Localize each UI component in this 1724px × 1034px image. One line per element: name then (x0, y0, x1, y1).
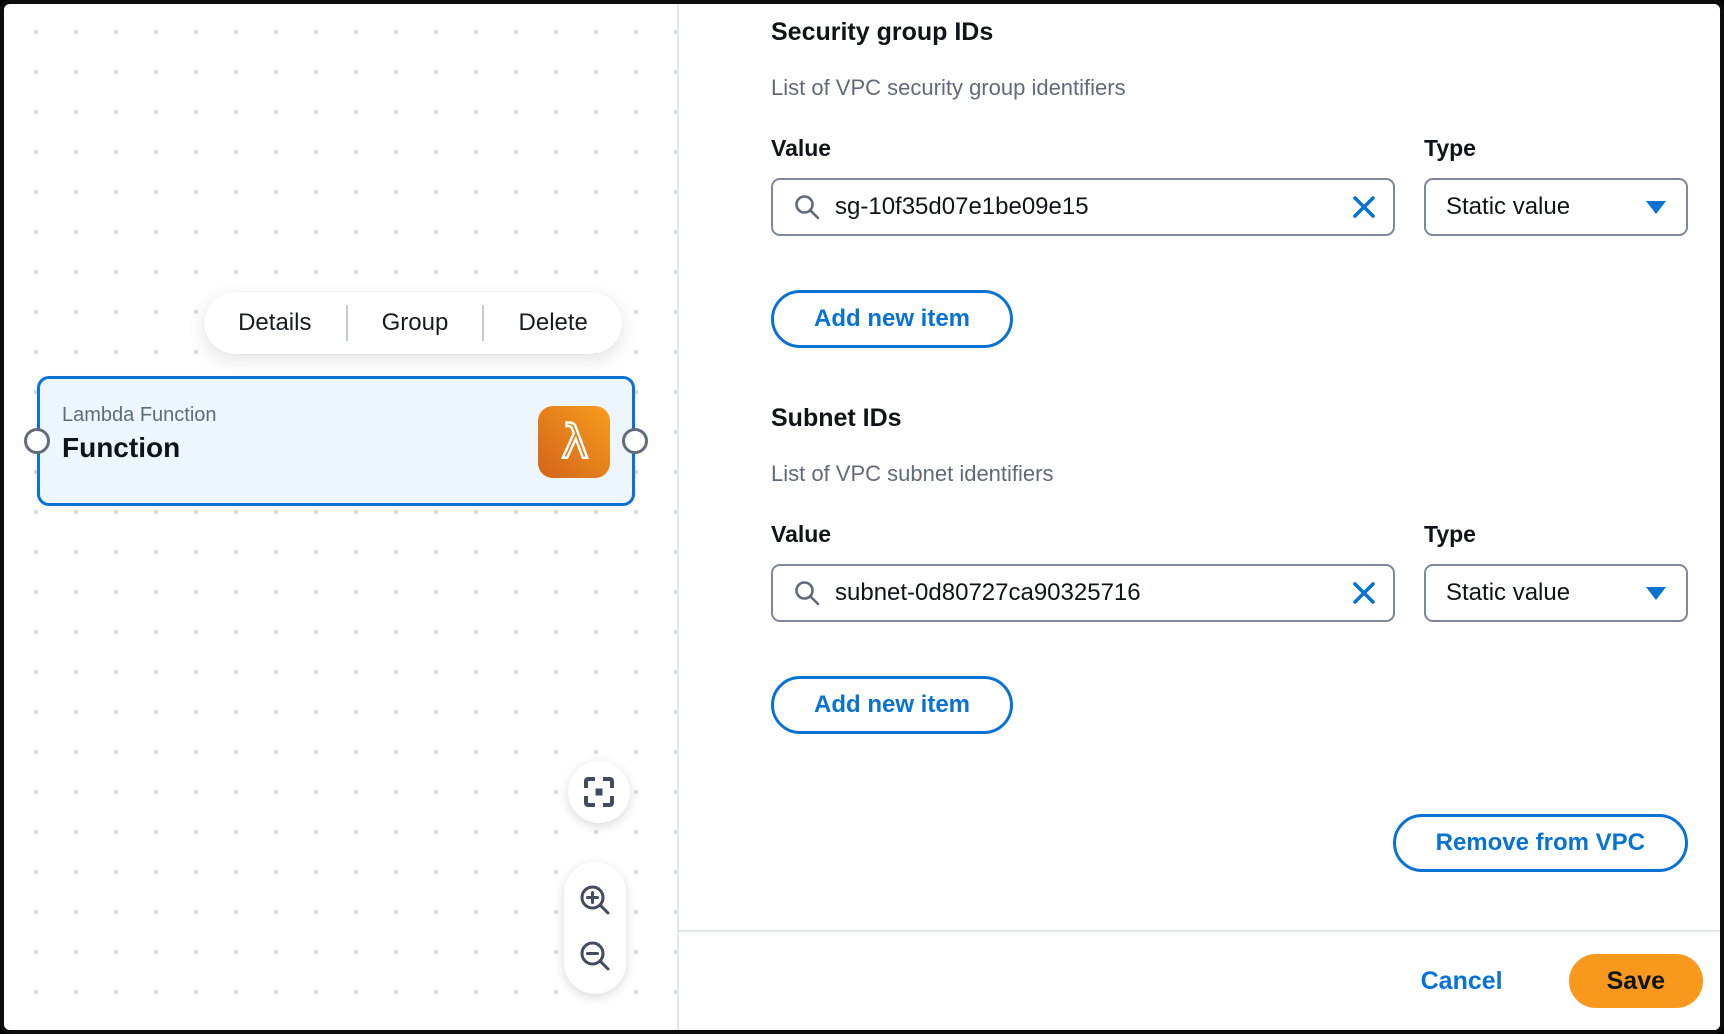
lambda-icon: λ (538, 406, 610, 478)
security-group-ids-section: Security group IDs List of VPC security … (771, 18, 1688, 348)
subnet-id-input[interactable] (835, 579, 1331, 607)
subnet-ids-section: Subnet IDs List of VPC subnet identifier… (771, 404, 1688, 734)
search-icon (795, 581, 820, 606)
delete-menu-item[interactable]: Delete (501, 309, 606, 337)
details-menu-item[interactable]: Details (220, 309, 329, 337)
section-title: Subnet IDs (771, 404, 902, 432)
lambda-function-node[interactable]: Lambda Function Function λ (37, 376, 635, 506)
zoom-out-button[interactable] (577, 938, 613, 974)
clear-value-button[interactable] (1331, 580, 1377, 606)
clear-value-button[interactable] (1331, 194, 1377, 220)
zoom-in-button[interactable] (577, 882, 613, 918)
section-description: List of VPC subnet identifiers (771, 461, 1054, 486)
diagram-canvas[interactable]: Details Group Delete Lambda Function Fun… (4, 4, 679, 1030)
menu-divider (482, 305, 485, 341)
selected-type: Static value (1446, 193, 1571, 220)
node-context-menu: Details Group Delete (204, 292, 622, 354)
search-icon (795, 195, 820, 220)
selected-type: Static value (1446, 579, 1571, 606)
panel-footer: Cancel Save (679, 930, 1720, 1030)
security-group-type-select[interactable]: Static value (1424, 178, 1688, 236)
add-security-group-button[interactable]: Add new item (771, 290, 1014, 348)
subnet-value-box (771, 564, 1395, 622)
remove-from-vpc-button[interactable]: Remove from VPC (1392, 814, 1688, 872)
node-connection-handle-left[interactable] (24, 428, 50, 454)
node-type-label: Lambda Function (62, 404, 217, 426)
close-icon (1353, 582, 1375, 604)
value-label: Value (771, 521, 832, 547)
chevron-down-icon (1646, 200, 1666, 214)
chevron-down-icon (1646, 586, 1666, 600)
zoom-controls (564, 862, 626, 994)
security-group-id-input[interactable] (835, 193, 1331, 221)
zoom-in-icon (580, 885, 610, 915)
node-name-label: Function (62, 432, 181, 463)
type-label: Type (1424, 521, 1476, 547)
node-connection-handle-right[interactable] (622, 428, 648, 454)
add-subnet-button[interactable]: Add new item (771, 676, 1014, 734)
section-title: Security group IDs (771, 18, 994, 46)
svg-text:λ: λ (561, 415, 588, 469)
subnet-type-select[interactable]: Static value (1424, 564, 1688, 622)
save-button[interactable]: Save (1568, 954, 1703, 1008)
value-label: Value (771, 135, 832, 161)
resource-properties-panel: Security group IDs List of VPC security … (679, 4, 1720, 1030)
zoom-out-icon (580, 941, 610, 971)
type-label: Type (1424, 135, 1476, 161)
cancel-button[interactable]: Cancel (1420, 966, 1503, 995)
fit-to-view-button[interactable] (568, 761, 630, 823)
fit-view-icon (584, 777, 614, 807)
close-icon (1353, 196, 1375, 218)
menu-divider (345, 305, 348, 341)
group-menu-item[interactable]: Group (364, 309, 467, 337)
security-group-value-box (771, 178, 1395, 236)
section-description: List of VPC security group identifiers (771, 75, 1126, 100)
